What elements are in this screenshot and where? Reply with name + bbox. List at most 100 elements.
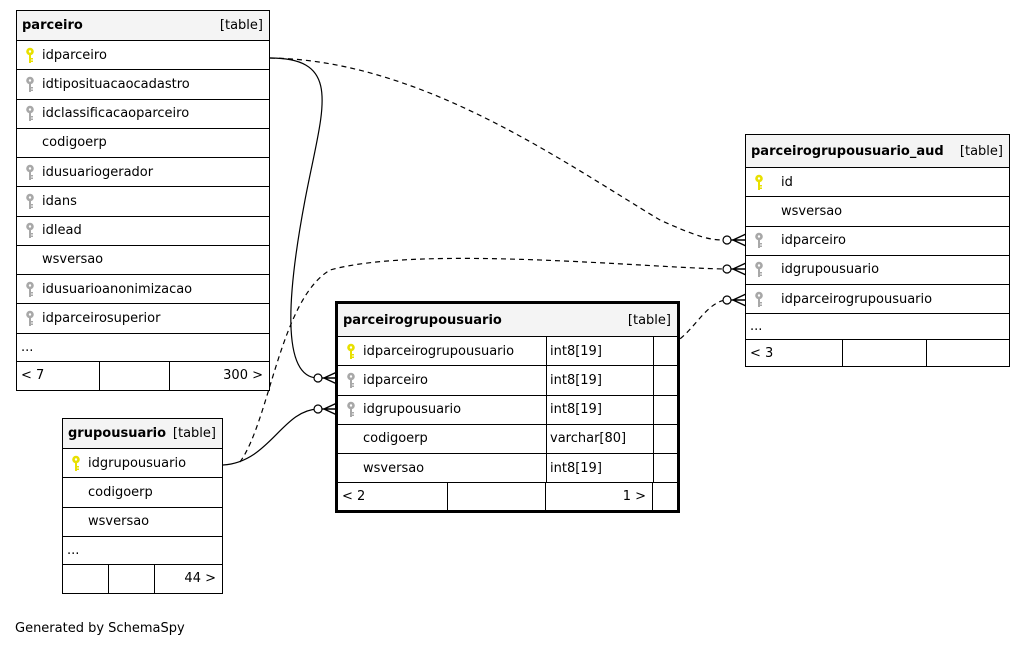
optional-marker	[313, 373, 323, 383]
foreign-key-icon	[750, 232, 767, 250]
table-header: parceiro [table]	[17, 11, 269, 41]
column-list: idgrupousuario codigoerp wsversao	[63, 449, 222, 537]
column-row: wsversao	[17, 246, 269, 275]
column-name: idusuariogerador	[42, 164, 154, 180]
column-name: codigoerp	[42, 135, 107, 151]
foreign-key-icon	[21, 192, 38, 210]
children-count: 1 >	[546, 483, 653, 511]
table-footer: 44 >	[63, 564, 222, 593]
column-name: wsversao	[781, 203, 843, 219]
column-cell: idparceiro	[338, 366, 546, 394]
crowfoot-marker	[731, 233, 747, 247]
column-row: idusuarioanonimizacao	[17, 275, 269, 305]
parents-count: < 3	[746, 340, 843, 367]
parents-count	[63, 564, 109, 593]
column-cell: idusuariogerador	[17, 158, 269, 186]
column-cell: codigoerp	[17, 129, 269, 157]
column-cell: idparceiro	[17, 41, 269, 69]
table-footer: < 7 300 >	[17, 361, 269, 390]
table-kind: [table]	[959, 143, 1003, 159]
table-footer: < 3	[746, 340, 1009, 367]
column-row: idparceiro int8[19]	[338, 366, 677, 396]
table-header: parceirogrupousuario [table]	[338, 304, 677, 337]
column-name: id	[781, 174, 793, 190]
optional-marker	[722, 264, 732, 274]
column-name: idtiposituacaocadastro	[42, 76, 190, 92]
edge-parceiro-to-parceirogrupousuario	[269, 57, 323, 379]
column-cell: idgrupousuario	[746, 256, 1009, 284]
column-cell: idgrupousuario	[63, 449, 222, 477]
primary-key-icon	[750, 173, 767, 191]
column-cell: id	[746, 168, 1009, 196]
column-row: id	[746, 168, 1009, 198]
column-name: idparceiro	[363, 372, 428, 388]
foreign-key-icon	[750, 290, 767, 308]
table-footer: < 2 1 >	[338, 483, 677, 511]
column-cell: codigoerp	[63, 478, 222, 506]
crowfoot-marker	[731, 293, 747, 307]
table-grupousuario[interactable]: grupousuario [table] idgrupousuario codig…	[62, 418, 223, 594]
column-row: idusuariogerador	[17, 158, 269, 188]
table-header: grupousuario [table]	[63, 419, 222, 449]
column-row: idparceirosuperior	[17, 304, 269, 334]
crowfoot-marker	[322, 371, 338, 385]
foreign-key-icon	[21, 105, 38, 123]
column-type: int8[19]	[546, 395, 653, 424]
column-cell: wsversao	[63, 508, 222, 536]
column-cell: idusuarioanonimizacao	[17, 275, 269, 303]
column-cell: idans	[17, 187, 269, 215]
column-row: idlead	[17, 217, 269, 246]
table-kind: [table]	[172, 426, 216, 441]
table-parceirogrupousuario[interactable]: parceirogrupousuario [table] idparceirog…	[335, 301, 680, 514]
column-name: codigoerp	[88, 484, 153, 500]
table-kind: [table]	[219, 18, 263, 33]
column-name: idusuarioanonimizacao	[42, 281, 193, 297]
column-name: wsversao	[88, 514, 150, 530]
column-count	[109, 564, 155, 593]
foreign-key-icon	[21, 280, 38, 298]
optional-marker	[313, 404, 323, 414]
generated-by-caption: Generated by SchemaSpy	[15, 621, 185, 636]
table-name: parceiro	[22, 18, 83, 33]
column-cell: wsversao	[338, 454, 546, 482]
column-row: idtiposituacaocadastro	[17, 70, 269, 100]
column-count	[100, 361, 170, 390]
table-parceiro[interactable]: parceiro [table] idparceiro idtiposituaca…	[16, 10, 270, 391]
foreign-key-icon	[21, 309, 38, 327]
column-cell: idclassificacaoparceiro	[17, 100, 269, 128]
table-parceirogrupousuario-aud[interactable]: parceirogrupousuario_aud [table] id wsver…	[745, 134, 1010, 368]
column-type: int8[19]	[546, 366, 653, 395]
column-row: idparceirogrupousuario	[746, 285, 1009, 315]
column-cell: idlead	[17, 217, 269, 245]
column-row: codigoerp	[63, 478, 222, 508]
column-row: idparceiro	[17, 41, 269, 71]
column-name: idgrupousuario	[88, 455, 187, 471]
column-name: idgrupousuario	[781, 262, 880, 278]
column-name: wsversao	[42, 252, 104, 268]
table-name: parceirogrupousuario	[343, 312, 502, 328]
foreign-key-icon	[342, 371, 359, 389]
column-name: codigoerp	[363, 431, 428, 447]
column-name: idparceiro	[42, 47, 107, 63]
column-spacer	[653, 366, 677, 395]
column-row: codigoerp	[17, 129, 269, 158]
parents-count: < 2	[338, 483, 448, 511]
crowfoot-marker	[731, 262, 747, 276]
edge-grupousuario-to-aud	[239, 257, 726, 463]
table-header: parceirogrupousuario_aud [table]	[746, 135, 1009, 168]
column-row: wsversao	[746, 197, 1009, 227]
column-type: int8[19]	[546, 337, 653, 366]
column-row: idgrupousuario	[63, 449, 222, 479]
column-name: idparceirosuperior	[42, 310, 161, 326]
optional-marker	[722, 295, 732, 305]
column-list: idparceiro idtiposituacaocadastro idclassi…	[17, 41, 269, 334]
column-name: idclassificacaoparceiro	[42, 106, 190, 122]
edge-grupousuario-to-parceirogrupousuario	[222, 408, 319, 466]
column-row: idgrupousuario	[746, 256, 1009, 285]
children-count: 44 >	[184, 571, 216, 587]
